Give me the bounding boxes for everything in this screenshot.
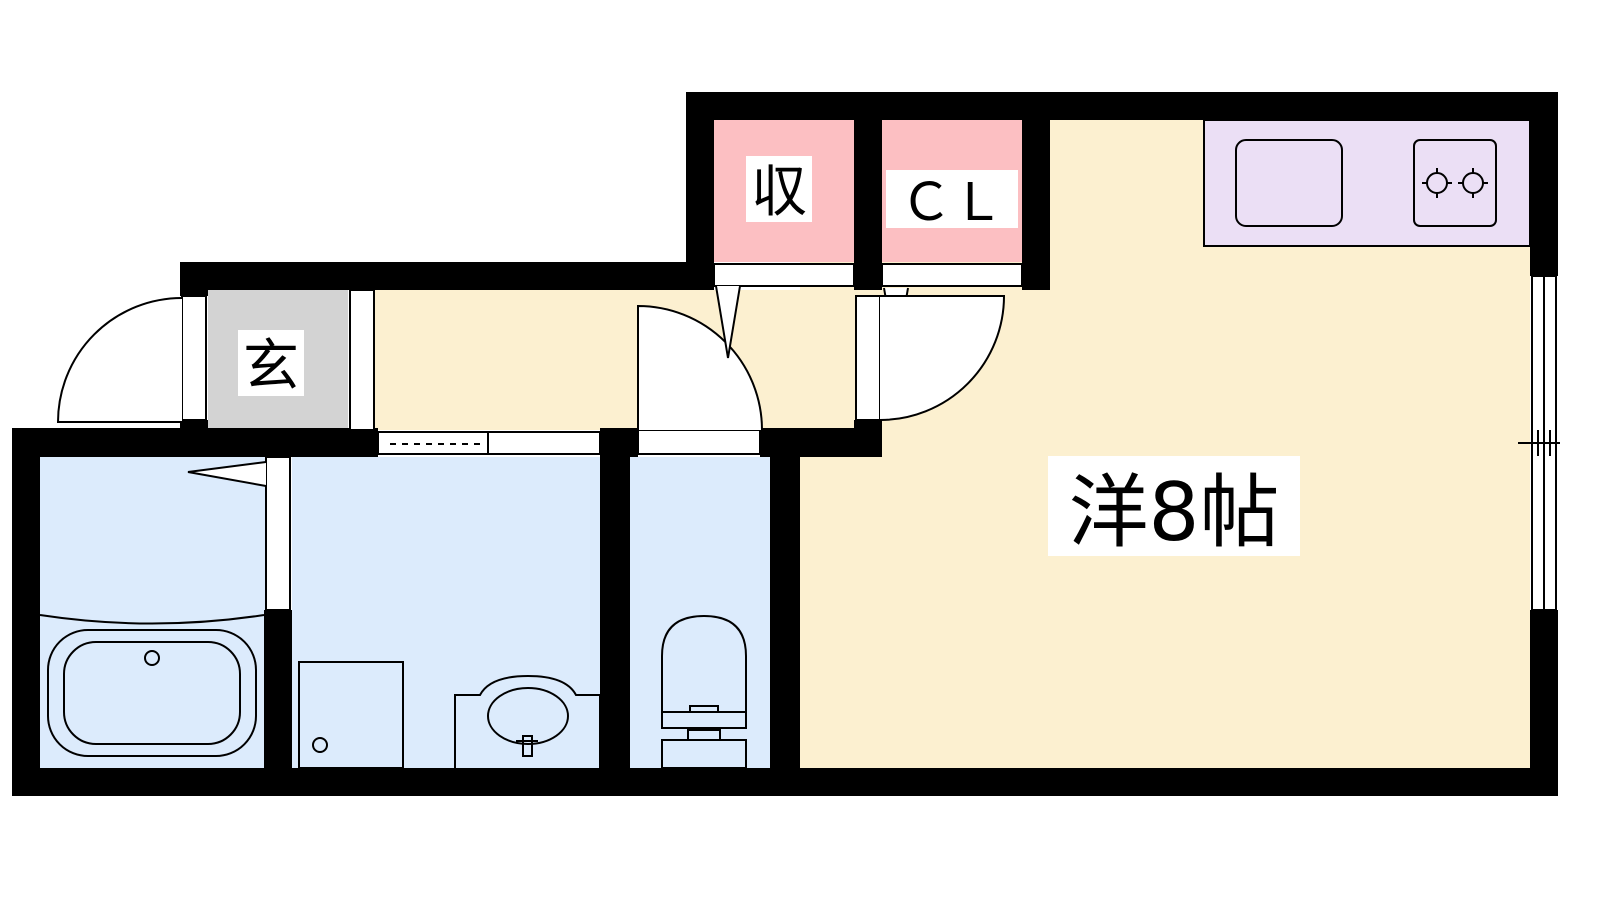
washbasin-faucet — [522, 735, 533, 757]
bathtub-icon — [39, 614, 265, 757]
wall-wash-toilet — [600, 428, 630, 796]
wall-closet-right — [1022, 92, 1050, 290]
closet-door-frame — [881, 263, 1023, 287]
storage-label-bg — [746, 156, 812, 222]
toilet-hinge-top — [689, 705, 719, 713]
toilet-bowl — [661, 614, 747, 729]
kitchen-counter — [1203, 119, 1531, 247]
entrance-step — [349, 289, 375, 431]
bath-door-swing-icon — [187, 461, 267, 487]
wall-left — [12, 428, 40, 796]
washer-drain — [312, 737, 328, 753]
bathtub-outer — [47, 629, 257, 757]
bathtub-rim — [39, 614, 265, 625]
sink-icon — [1235, 139, 1343, 227]
storage-label: 収 — [751, 160, 807, 225]
bath-door-frame — [265, 456, 291, 611]
western-door-swing-icon — [879, 295, 1006, 421]
wall-storage-left — [686, 92, 714, 290]
closet-label: ＣＬ — [900, 173, 1004, 233]
stove-body — [1413, 139, 1497, 227]
washer-body — [298, 661, 404, 769]
washbasin-counter — [454, 674, 601, 768]
washroom-floor — [292, 457, 602, 768]
wall-entrance-left — [180, 262, 208, 296]
storage-door-frame — [713, 263, 855, 287]
two-burner-stove-icon — [1413, 139, 1497, 227]
toilet-floor — [630, 457, 770, 768]
hallway-floor-2 — [760, 290, 860, 435]
toilet-icon — [661, 614, 747, 769]
wall-hall-top — [180, 262, 714, 290]
closet-label-bg — [886, 170, 1018, 228]
room-labels: 洋8帖 収 ＣＬ 玄 — [238, 156, 1300, 559]
toilet-tank-top — [687, 729, 721, 741]
wall-hall-right-stub — [854, 420, 882, 457]
toilet-door-frame — [637, 429, 761, 455]
fixtures — [39, 139, 1497, 769]
washing-machine-icon — [298, 661, 404, 769]
bathtub-drain — [144, 650, 160, 666]
western-room-label: 洋8帖 — [1069, 466, 1280, 559]
toilet-door-swing-icon — [637, 304, 763, 431]
bathtub-inner — [63, 641, 241, 745]
western-label-bg — [1048, 456, 1300, 556]
door-swing-icon — [56, 297, 183, 423]
wall-top-right — [686, 92, 1558, 120]
washbasin-bowl — [487, 687, 569, 745]
entrance-door-frame — [181, 295, 207, 421]
storage-door-swing-icon — [715, 285, 741, 359]
washbasin-icon — [454, 674, 601, 768]
entrance-label: 玄 — [243, 334, 299, 399]
door-fittings — [56, 263, 1560, 611]
walls — [12, 92, 1558, 796]
wall-bath-wash — [264, 610, 292, 796]
wall-bath-top — [12, 428, 378, 457]
wall-right-lower — [1530, 610, 1558, 795]
wall-right-upper — [1530, 92, 1558, 276]
entrance-label-bg — [238, 330, 304, 396]
western-door-frame — [855, 295, 881, 421]
wall-storage-closet — [854, 92, 882, 290]
wall-toilet-western — [770, 428, 800, 796]
